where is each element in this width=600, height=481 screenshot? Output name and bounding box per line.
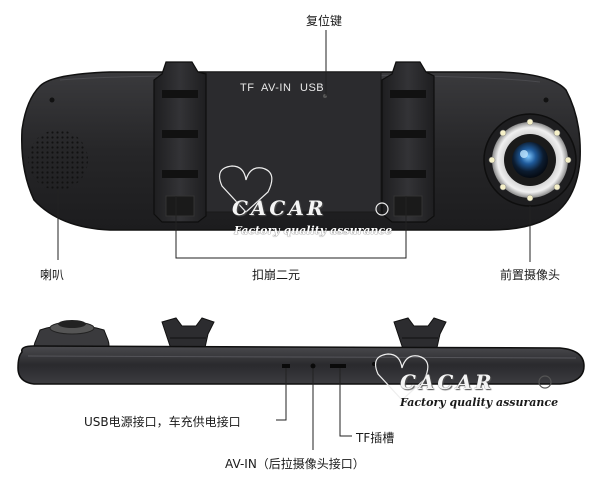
usb-port-icon [282,364,290,368]
top-leader-lines [57,30,531,262]
registered-mark-icon [538,375,552,389]
label-buckle: 扣崩二元 [252,268,301,282]
label-tf-slot: TF插槽 [356,431,395,445]
led-icon [564,156,572,164]
panel-usb-label: USB [300,82,325,94]
label-speaker: 喇叭 [40,268,65,282]
left-mount-strap [153,61,207,223]
led-icon [526,194,534,202]
center-panel [205,71,382,213]
label-reset-key: 复位键 [306,14,343,28]
front-camera-lens [483,113,577,207]
led-icon [499,183,507,191]
right-mount-strap [381,61,435,223]
mirror-body-side [17,317,585,385]
watermark-heart-icon [219,165,273,213]
label-av-in: AV-IN（后拉摄像头接口） [225,457,365,471]
led-icon [553,183,561,191]
screw-icon [543,97,549,103]
watermark-heart-icon [375,353,429,401]
tf-slot-icon [330,364,346,368]
speaker-grill [28,130,88,190]
led-icon [499,129,507,137]
watermark-tagline: Factory quality assurance [400,396,559,409]
led-icon [553,129,561,137]
led-icon [488,156,496,164]
registered-mark-icon [375,202,389,216]
label-usb-power: USB电源接口，车充供电接口 [84,415,241,429]
watermark-brand: CACAR [400,370,495,394]
watermark-brand: CACAR [232,196,327,220]
watermark-tagline: Factory quality assurance [234,224,393,237]
label-front-camera: 前置摄像头 [500,268,561,282]
av-in-port-icon [310,363,316,369]
panel-av-in-label: AV-IN [261,82,292,94]
led-icon [526,118,534,126]
screw-icon [49,97,55,103]
bottom-leader-lines [276,368,352,450]
panel-tf-label: TF [240,82,255,94]
